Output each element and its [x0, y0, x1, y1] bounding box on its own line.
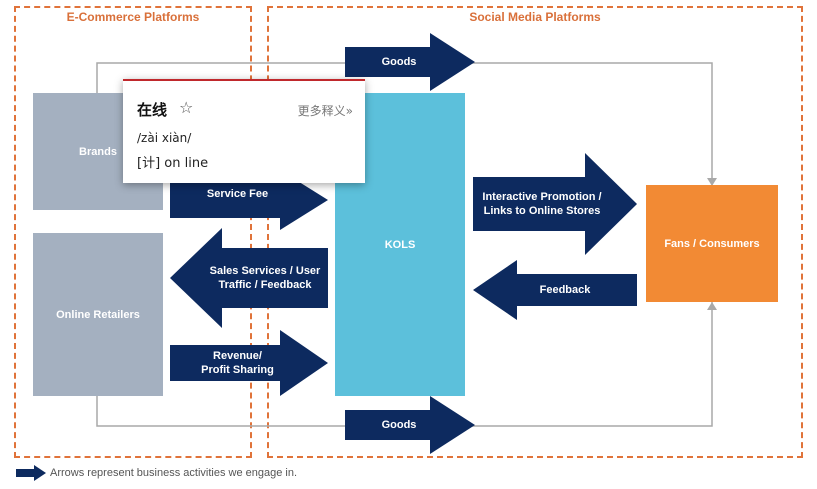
interactive-promotion-arrow: Interactive Promotion / Links to Online … [473, 153, 637, 255]
fans-consumers-box: Fans / Consumers [646, 185, 778, 302]
popup-word: 在线 [137, 101, 168, 119]
online-retailers-box: Online Retailers [33, 233, 163, 396]
legend-text: Arrows represent business activities we … [50, 467, 298, 479]
dictionary-popup: 在线 ☆ 更多释义» /zài xiàn/ [计] on line [123, 79, 365, 183]
favorite-star-icon[interactable]: ☆ [179, 98, 194, 117]
feedback-arrow: Feedback [473, 260, 637, 320]
brands-label: Brands [79, 145, 117, 158]
fans-consumers-label: Fans / Consumers [664, 237, 760, 250]
revenue-arrow: Revenue/ Profit Sharing [170, 330, 328, 396]
feedback-label: Feedback [539, 284, 591, 296]
goods-top-arrow: Goods [345, 33, 475, 91]
service-fee-label: Service Fee [206, 188, 269, 200]
social-media-platforms-region: Social Media Platforms [267, 6, 803, 458]
revenue-label: Revenue/ Profit Sharing [201, 350, 274, 376]
goods-top-label: Goods [381, 56, 417, 68]
goods-bottom-arrow: Goods [345, 396, 475, 454]
sales-services-arrow: Sales Services / User Traffic / Feedback [170, 228, 328, 328]
more-definitions-link[interactable]: 更多释义» [297, 104, 353, 118]
ecommerce-platforms-title: E-Commerce Platforms [66, 10, 200, 24]
ecommerce-platforms-region: E-Commerce Platforms [14, 6, 252, 458]
sales-services-label: Sales Services / User Traffic / Feedback [209, 265, 321, 291]
legend-arrow-icon [16, 465, 46, 481]
legend: Arrows represent business activities we … [16, 465, 297, 481]
popup-definition: [计] on line [137, 156, 209, 171]
kols-label: KOLS [384, 238, 416, 251]
service-fee-arrow: Service Fee [170, 170, 328, 230]
online-retailers-label: Online Retailers [56, 308, 140, 321]
social-media-platforms-title: Social Media Platforms [469, 10, 601, 24]
popup-pronunciation: /zài xiàn/ [137, 131, 192, 145]
goods-bottom-label: Goods [381, 419, 417, 431]
interactive-promotion-label: Interactive Promotion / Links to Online … [482, 191, 602, 217]
